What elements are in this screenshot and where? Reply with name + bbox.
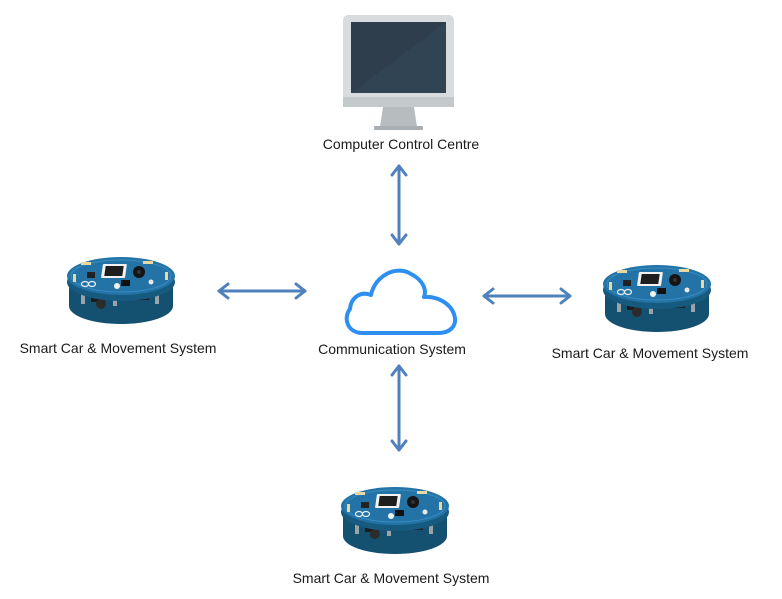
arrow-cloud-bottom-robot xyxy=(390,364,408,452)
smart-car-label-right: Smart Car & Movement System xyxy=(552,345,749,361)
cloud-icon xyxy=(344,268,457,335)
arrow-left-robot-cloud xyxy=(217,282,307,300)
smart-car-robot-icon-bottom xyxy=(340,486,450,555)
arrow-computer-cloud xyxy=(390,164,408,246)
smart-car-label-left: Smart Car & Movement System xyxy=(20,340,217,356)
communication-system-label: Communication System xyxy=(318,341,466,357)
computer-control-centre-label: Computer Control Centre xyxy=(323,136,480,152)
arrow-cloud-right-robot xyxy=(482,287,572,305)
smart-car-label-bottom: Smart Car & Movement System xyxy=(293,570,490,586)
monitor-icon xyxy=(343,15,454,130)
smart-car-robot-icon-left xyxy=(66,256,176,325)
smart-car-robot-icon-right xyxy=(602,264,712,333)
